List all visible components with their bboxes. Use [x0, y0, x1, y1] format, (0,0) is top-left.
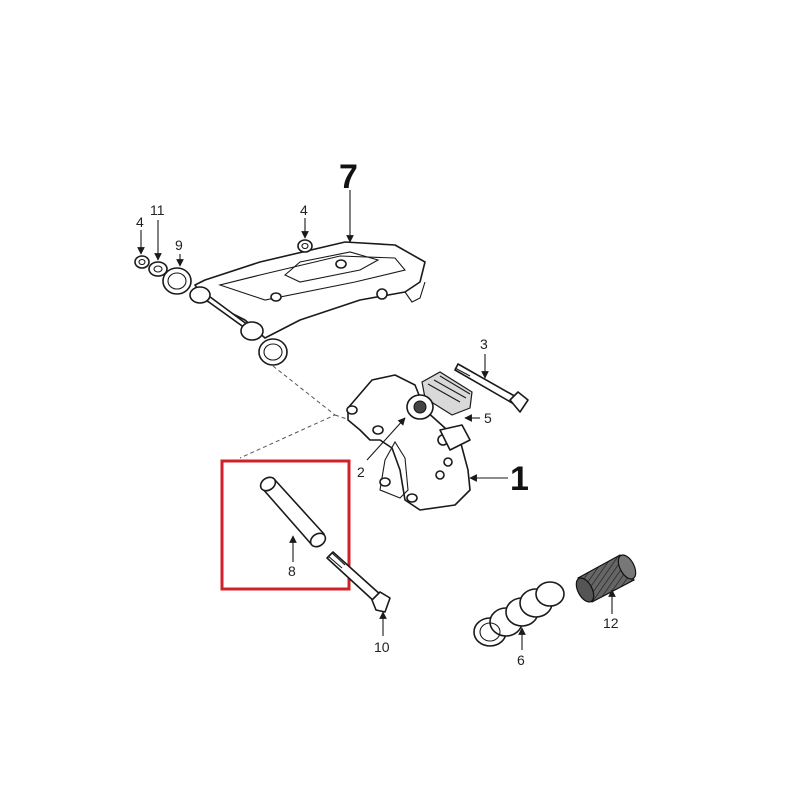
label-3: 3 — [480, 336, 488, 352]
label-2: 2 — [357, 464, 365, 480]
label-4-top: 4 — [300, 202, 308, 218]
label-10: 10 — [374, 639, 390, 655]
part-8-pin — [259, 476, 327, 548]
label-5: 5 — [484, 410, 492, 426]
assembly-lines — [239, 365, 351, 459]
label-4-left: 4 — [136, 214, 144, 230]
label-11: 11 — [150, 202, 165, 218]
label-8: 8 — [288, 563, 296, 579]
part-7-swing-arm — [189, 241, 426, 341]
label-12: 12 — [603, 615, 619, 631]
highlight-box — [220, 459, 351, 591]
label-1: 1 — [510, 460, 529, 498]
part-1-bracket — [346, 371, 473, 511]
part-9-ring-lower — [258, 338, 288, 366]
part-10-bolt — [326, 551, 391, 613]
label-6: 6 — [517, 652, 525, 668]
part-4-nut-left — [134, 255, 150, 269]
part-4-nut-top — [297, 239, 313, 253]
part-6-spring — [473, 581, 565, 647]
part-9-ring — [162, 267, 192, 295]
part-12-sleeve — [575, 554, 637, 603]
label-9: 9 — [175, 237, 183, 253]
label-7: 7 — [339, 158, 358, 196]
part-3-bolt — [454, 363, 529, 413]
part-11-washer — [148, 261, 168, 277]
leader-lines — [137, 190, 616, 650]
